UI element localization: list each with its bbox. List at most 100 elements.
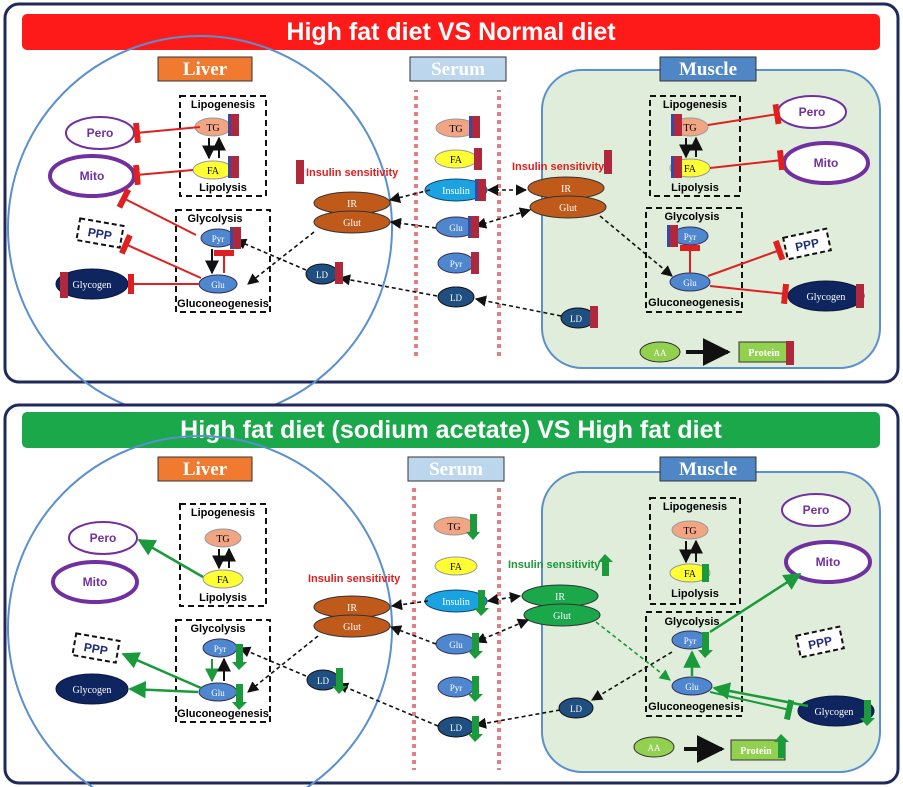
serum-label-box	[407, 456, 505, 482]
liver-label: Liver	[183, 459, 228, 480]
muscle-pero-label: Pero	[799, 105, 826, 119]
muscle-glut-node	[523, 603, 601, 627]
liver-ppp-node	[75, 217, 125, 249]
liver-ld-label: LD	[317, 676, 329, 686]
muscle-tg-label: TG	[683, 123, 696, 134]
serum-glu-label: Glu	[449, 640, 463, 650]
liver-fa-label: FA	[217, 575, 230, 586]
liver-insulin-sensitivity-label: Insulin sensitivity	[306, 167, 399, 179]
serum-pyr-label: Pyr	[450, 683, 463, 693]
liver-lipogenesis-box	[179, 95, 267, 197]
muscle-gluconeogenesis-label: Gluconeogenesis	[648, 701, 740, 713]
liver-label: Liver	[183, 59, 228, 80]
muscle-ld-node	[558, 697, 594, 719]
muscle-glut-node	[529, 195, 607, 219]
muscle-label-box	[659, 56, 757, 82]
muscle-protein-label: Protein	[740, 746, 772, 757]
serum-ld-label: LD	[450, 293, 462, 303]
liver-glycolysis-label: Glycolysis	[190, 623, 245, 635]
liver-label-box	[157, 456, 253, 482]
muscle-ld-label: LD	[570, 314, 582, 324]
liver-fa-node	[202, 569, 244, 589]
serum-right-wall	[497, 90, 501, 358]
muscle-insulin-sensitivity-label: Insulin sensitivity	[512, 161, 605, 173]
serum-insulin-label: Insulin	[442, 597, 470, 608]
serum-label: Serum	[429, 459, 483, 480]
muscle-glu-node	[671, 676, 713, 696]
liver-ppp-node	[71, 632, 121, 664]
muscle-ld-label: LD	[570, 704, 582, 714]
muscle-ir-label: IR	[555, 592, 565, 603]
muscle-aa-node	[639, 341, 681, 363]
muscle-pero-label: Pero	[803, 503, 830, 517]
serum-label-box	[409, 56, 507, 82]
liver-lipolysis-label: Lipolysis	[199, 592, 247, 604]
panel-1-title-bar	[22, 14, 880, 50]
muscle-glut-label: Glut	[559, 203, 577, 214]
liver-lipogenesis-box	[179, 503, 267, 607]
liver-pero-label: Pero	[90, 531, 117, 545]
serum-fa-label: FA	[450, 155, 463, 166]
muscle-fa-label: FA	[684, 164, 697, 175]
muscle-lipogenesis-label: Lipogenesis	[663, 99, 727, 111]
serum-label: Serum	[431, 59, 485, 80]
liver-glu-label: Glu	[211, 280, 225, 290]
liver-ld-label: LD	[316, 270, 328, 280]
liver-lipolysis-label: Lipolysis	[199, 182, 247, 194]
muscle-lipogenesis-box	[649, 95, 741, 197]
muscle-protein-label: Protein	[748, 348, 780, 359]
panel-2-title: High fat diet (sodium acetate) VS High f…	[180, 416, 722, 444]
liver-gluconeogenesis-label: Gluconeogenesis	[177, 708, 269, 720]
muscle-ppp-node	[795, 625, 845, 659]
liver-glycogen-label: Glycogen	[73, 685, 112, 696]
liver-pero-node	[68, 521, 138, 555]
muscle-aa-node	[633, 736, 675, 758]
liver-pero-label: Pero	[87, 126, 114, 140]
muscle-glycogen-node	[797, 695, 875, 727]
serum-tg-label: TG	[447, 522, 460, 533]
serum-left-wall	[412, 488, 416, 770]
serum-tg-label: TG	[449, 124, 462, 135]
serum-insulin-label: Insulin	[442, 186, 470, 197]
serum-glu-label: Glu	[449, 223, 463, 233]
muscle-ppp-label: PPP	[794, 236, 820, 255]
serum-ld-label: LD	[450, 723, 462, 733]
liver-glycolysis-label: Glycolysis	[187, 213, 242, 225]
liver-label-box	[157, 56, 253, 82]
serum-fa-label: FA	[450, 562, 463, 573]
panel-2-change-arrows	[232, 514, 875, 758]
liver-lipogenesis-label: Lipogenesis	[191, 99, 255, 111]
liver-fa-label: FA	[207, 166, 220, 177]
muscle-label: Muscle	[679, 459, 737, 480]
serum-ld-node	[437, 286, 475, 308]
liver-ir-label: IR	[347, 199, 357, 210]
serum-pyr-label: Pyr	[450, 259, 463, 269]
muscle-mito-node	[784, 540, 872, 584]
muscle-pyr-label: Pyr	[684, 232, 697, 242]
muscle-glu-label: Glu	[685, 682, 699, 692]
liver-ppp-label: PPP	[83, 640, 109, 658]
muscle-pero-node	[781, 493, 851, 527]
liver-lipogenesis-label: Lipogenesis	[191, 507, 255, 519]
liver-glycolysis-box	[175, 209, 271, 313]
muscle-glycogen-label: Glycogen	[815, 707, 854, 718]
liver-mito-label: Mito	[80, 169, 105, 183]
liver-tg-node	[204, 528, 242, 548]
muscle-tg-label: TG	[683, 526, 696, 537]
muscle-glycolysis-label: Glycolysis	[664, 211, 719, 223]
muscle-ir-label: IR	[561, 184, 571, 195]
muscle-pyr-label: Pyr	[684, 636, 697, 646]
muscle-label-box	[659, 456, 757, 482]
panel-1-title: High fat diet VS Normal diet	[286, 18, 616, 46]
liver-glycogen-node	[55, 673, 129, 705]
muscle-mito-label: Mito	[814, 156, 839, 170]
liver-insulin-sensitivity-label: Insulin sensitivity	[308, 573, 401, 585]
liver-glut-label: Glut	[343, 218, 361, 229]
panel-1-change-arrows	[60, 114, 864, 365]
liver-gluconeogenesis-label: Gluconeogenesis	[177, 298, 269, 310]
muscle-aa-label: AA	[654, 348, 667, 358]
muscle-label: Muscle	[679, 59, 737, 80]
liver-glu-label: Glu	[211, 688, 225, 698]
liver-glycolysis-box	[175, 619, 271, 723]
muscle-fa-label: FA	[684, 569, 697, 580]
